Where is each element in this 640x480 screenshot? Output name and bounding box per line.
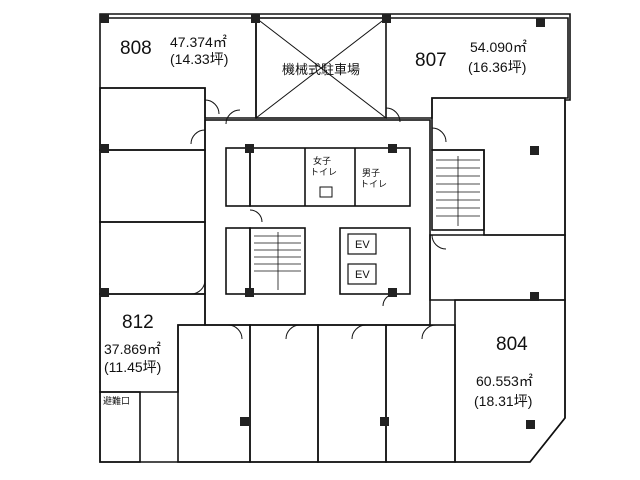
office-809 xyxy=(99,87,206,151)
unit-812-area-m2: 37.869㎡ xyxy=(104,341,161,357)
pillar xyxy=(240,417,249,426)
parking-label: 機械式駐車場 xyxy=(282,62,360,77)
mens-toilet-label: トイレ xyxy=(360,179,387,189)
office-bottom-4 xyxy=(385,324,456,463)
unit-804-area-tsubo: (18.31坪) xyxy=(474,393,532,409)
pillar xyxy=(380,417,389,426)
elevator-shaft xyxy=(339,227,411,295)
unit-806-room xyxy=(431,97,566,236)
pillar xyxy=(530,146,539,155)
womens-toilet-label: トイレ xyxy=(310,167,337,177)
office-bottom-2 xyxy=(249,324,319,463)
pillar xyxy=(100,14,109,23)
utility-room xyxy=(225,147,251,207)
pillar xyxy=(100,288,109,297)
unit-805-room xyxy=(429,234,566,301)
mens-toilet-label: 男子 xyxy=(362,168,380,178)
pillar xyxy=(388,144,397,153)
office-811 xyxy=(99,221,206,295)
pillar xyxy=(526,420,535,429)
unit-812-number: 812 xyxy=(122,312,154,333)
unit-804-number: 804 xyxy=(496,334,528,355)
pillar xyxy=(536,18,545,27)
unit-807-number: 807 xyxy=(415,50,447,71)
womens-toilet-label: 女子 xyxy=(313,155,331,166)
stairwell-core xyxy=(249,227,306,295)
unit-812-area-tsubo: (11.45坪) xyxy=(104,359,161,375)
emergency-exit-label: 避難口 xyxy=(103,395,130,406)
unit-807-area-m2: 54.090㎡ xyxy=(470,39,527,55)
pillar xyxy=(388,288,397,297)
pillar xyxy=(530,292,539,301)
unit-808-area-tsubo: (14.33坪) xyxy=(170,51,228,67)
pillar xyxy=(245,288,254,297)
unit-808-area-m2: 47.374㎡ xyxy=(170,34,227,50)
unit-808-room xyxy=(100,17,257,119)
elevator-label: EV xyxy=(355,269,370,281)
office-810 xyxy=(99,149,206,223)
utility-room xyxy=(225,227,251,295)
emergency-exit-room xyxy=(99,391,141,463)
unit-808-number: 808 xyxy=(120,38,152,59)
unit-804-area-m2: 60.553㎡ xyxy=(476,373,533,389)
pillar xyxy=(382,14,391,23)
pillar xyxy=(100,144,109,153)
elevator-label: EV xyxy=(355,239,370,251)
office-bottom-3 xyxy=(317,324,387,463)
pillar xyxy=(245,144,254,153)
unit-807-area-tsubo: (16.36坪) xyxy=(468,59,526,75)
office-bottom-1 xyxy=(177,324,251,463)
pillar xyxy=(251,14,260,23)
